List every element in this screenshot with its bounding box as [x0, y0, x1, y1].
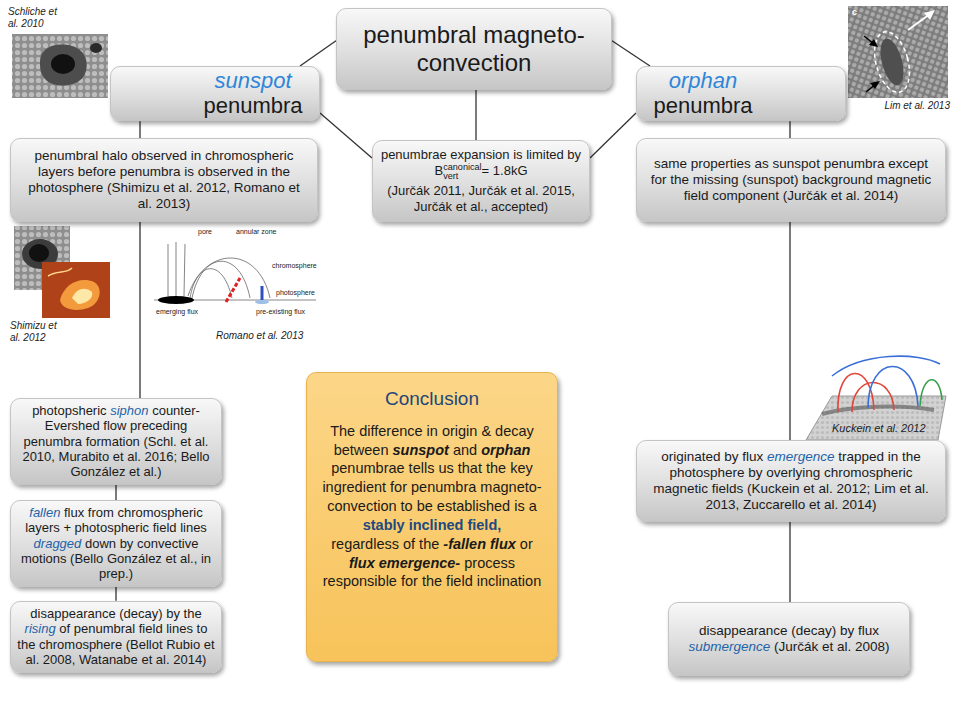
box-text: orphan penumbra	[643, 69, 763, 118]
box-heading: Conclusion	[317, 387, 547, 412]
connector-line	[139, 121, 140, 138]
box-text: penumbral halo observed in chromospheric…	[21, 148, 307, 212]
figure-label: emerging flux	[156, 308, 198, 316]
conclusion-box: ConclusionThe difference in origin & dec…	[306, 372, 558, 662]
citation-label: Shimizu et al. 2012	[10, 320, 66, 343]
concept-box: disappearance (decay) by flux submergenc…	[668, 602, 910, 676]
concept-box: disappearance (decay) by the rising of p…	[10, 601, 222, 673]
concept-box: fallen flux from chromospheric layers + …	[10, 500, 222, 587]
box-text: sunspot penumbra	[193, 69, 313, 118]
box-text: canonical	[443, 163, 481, 172]
box-text: same properties as sunspot penumbra exce…	[647, 156, 935, 204]
connector-line	[115, 587, 116, 601]
concept-box: orphan penumbra	[636, 66, 846, 121]
box-text: originated by flux emergence trapped in …	[647, 449, 935, 513]
connector-line	[789, 121, 790, 138]
connector-line	[300, 41, 336, 66]
figure-label: photosphere	[276, 289, 315, 297]
connector-line	[590, 113, 636, 158]
figure-label: pore	[198, 228, 212, 236]
box-text: fallen flux from chromospheric layers + …	[17, 505, 215, 582]
connector-line	[139, 222, 140, 398]
connector-line	[789, 222, 790, 440]
box-text: The difference in origin & decay between…	[317, 422, 547, 592]
citation-label: c	[852, 7, 857, 17]
figure-label: pre-existing flux	[256, 308, 305, 316]
chromosphere-images	[14, 226, 110, 318]
concept-box: photopsheric siphon counter-Evershed flo…	[10, 398, 222, 485]
figure-label: chromosphere	[272, 262, 317, 270]
orphan-penumbra-image	[848, 6, 948, 98]
citation-label: Schliche et al. 2010	[8, 6, 64, 29]
concept-box: same properties as sunspot penumbra exce…	[636, 138, 946, 222]
connector-line	[789, 522, 790, 602]
box-text: disappearance (decay) by the rising of p…	[17, 606, 215, 667]
box-text: (Jurčák 2011, Jurčák et al. 2015, Jurčák…	[379, 183, 583, 216]
box-text: penumbral magneto-convection	[347, 21, 601, 76]
concept-box: penumbral halo observed in chromospheric…	[10, 138, 318, 222]
concept-box: penumbrae expansion is limited by Bcanon…	[372, 140, 590, 222]
field-line-sketch	[154, 226, 316, 326]
connector-line	[115, 485, 116, 500]
citation-label: Kuckein et al. 2012	[832, 422, 926, 435]
citation-label: Lim et al. 2013	[860, 100, 950, 112]
box-text: photopsheric siphon counter-Evershed flo…	[17, 403, 215, 480]
box-text: = 1.8kG	[482, 163, 528, 178]
box-text: disappearance (decay) by flux submergenc…	[679, 623, 899, 655]
connector-line	[612, 41, 650, 66]
connector-line	[475, 90, 476, 140]
concept-box: sunspot penumbra	[110, 66, 320, 121]
figure-label: annular zone	[236, 228, 276, 236]
box-text: vert	[443, 172, 481, 181]
connector-line	[320, 113, 372, 158]
concept-box: originated by flux emergence trapped in …	[636, 440, 946, 522]
sunspot-image	[12, 34, 108, 98]
emergence-sketch	[806, 356, 946, 440]
concept-box: penumbral magneto-convection	[336, 8, 612, 90]
citation-label: Romano et al. 2013	[216, 330, 303, 342]
